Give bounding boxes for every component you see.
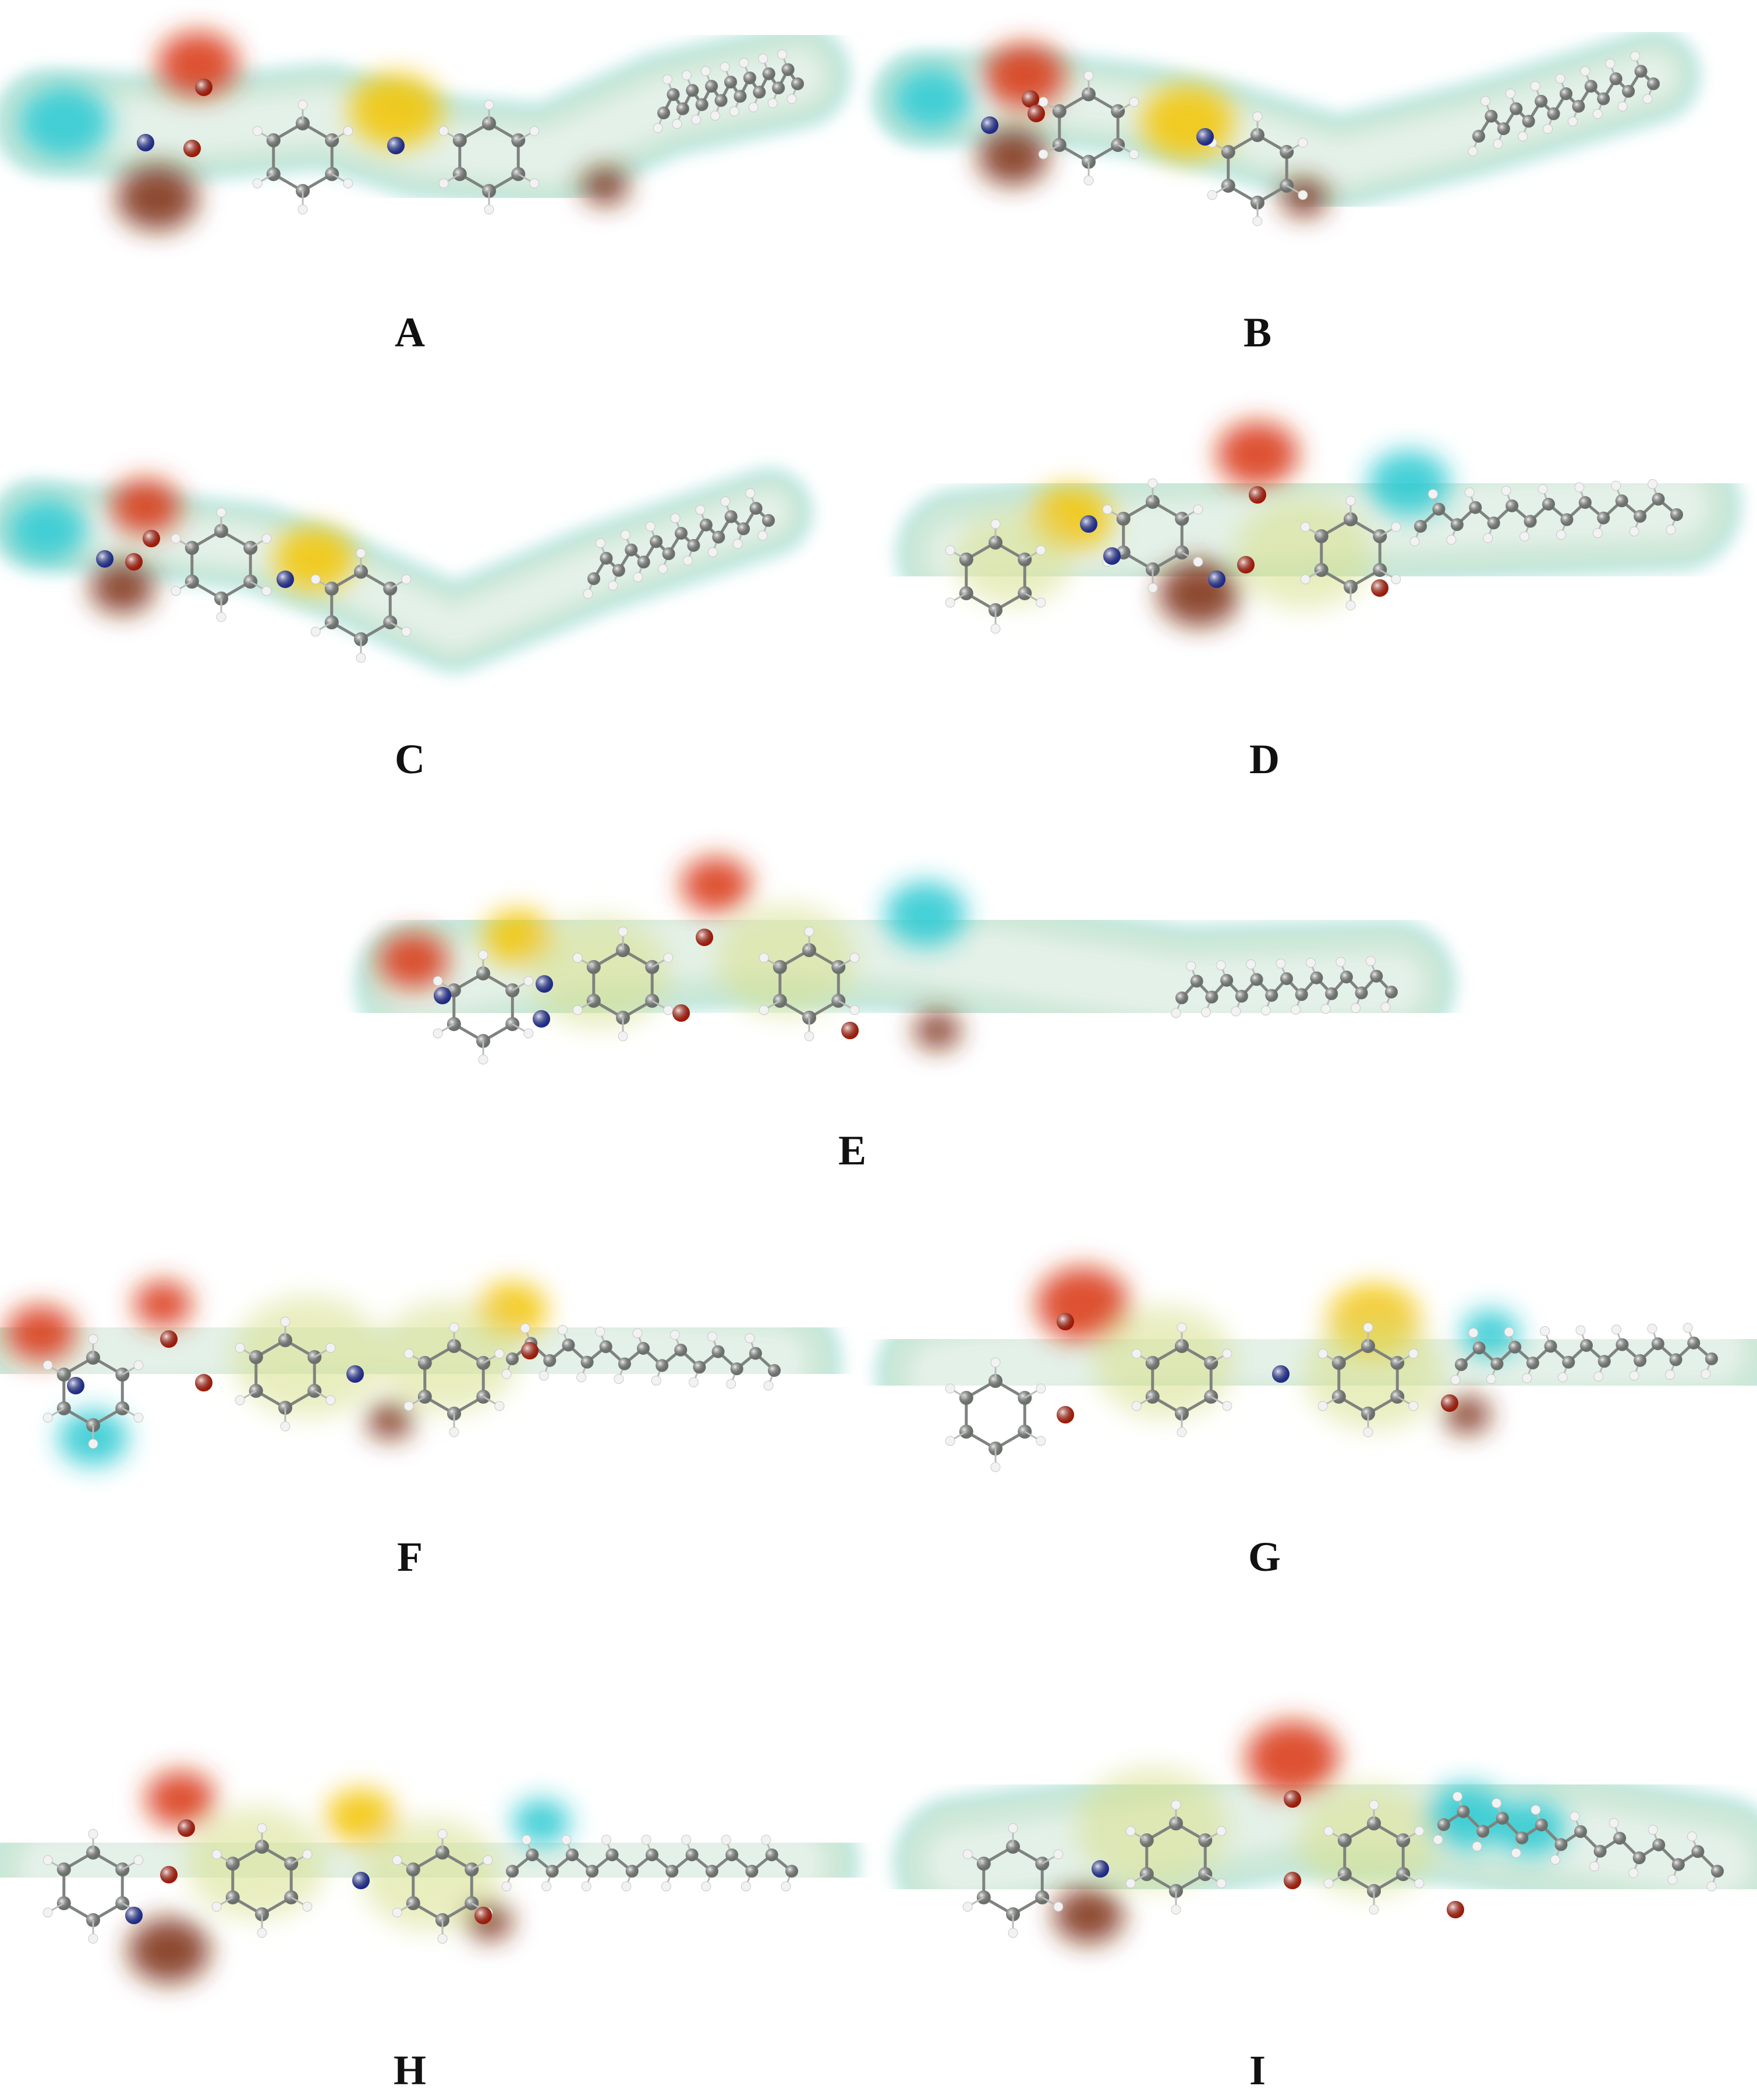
panel-b <box>873 12 1700 245</box>
molecule-surface-g <box>876 1267 1757 1472</box>
panel-d <box>897 419 1741 664</box>
panel-a <box>0 12 850 256</box>
panel-label-c: C <box>395 736 425 782</box>
molecule-surface-a <box>0 23 850 231</box>
panel-label-b: B <box>1243 309 1272 356</box>
panel-e <box>355 838 1455 1071</box>
panel-label-a: A <box>395 309 425 356</box>
panel-label-h: H <box>393 2047 427 2094</box>
molecule-surface-e <box>355 857 1455 1065</box>
panel-f <box>0 1246 841 1479</box>
molecule-surface-b <box>873 29 1700 226</box>
panel-label-i: I <box>1249 2047 1266 2094</box>
panel-label-d: D <box>1249 736 1280 782</box>
panel-label-e: E <box>838 1127 867 1174</box>
panel-c <box>0 454 812 672</box>
panel-label-f: F <box>397 1534 423 1580</box>
panel-h <box>0 1747 859 1983</box>
molecule-surface-d <box>897 422 1741 634</box>
panel-i <box>894 1712 1757 1956</box>
molecule-surface-h <box>0 1771 859 1983</box>
panel-label-g: G <box>1248 1534 1281 1580</box>
molecule-surface-c <box>0 469 812 672</box>
molecule-surface-i <box>894 1721 1757 1943</box>
molecule-surface-f <box>0 1272 841 1466</box>
panel-g <box>876 1246 1757 1490</box>
